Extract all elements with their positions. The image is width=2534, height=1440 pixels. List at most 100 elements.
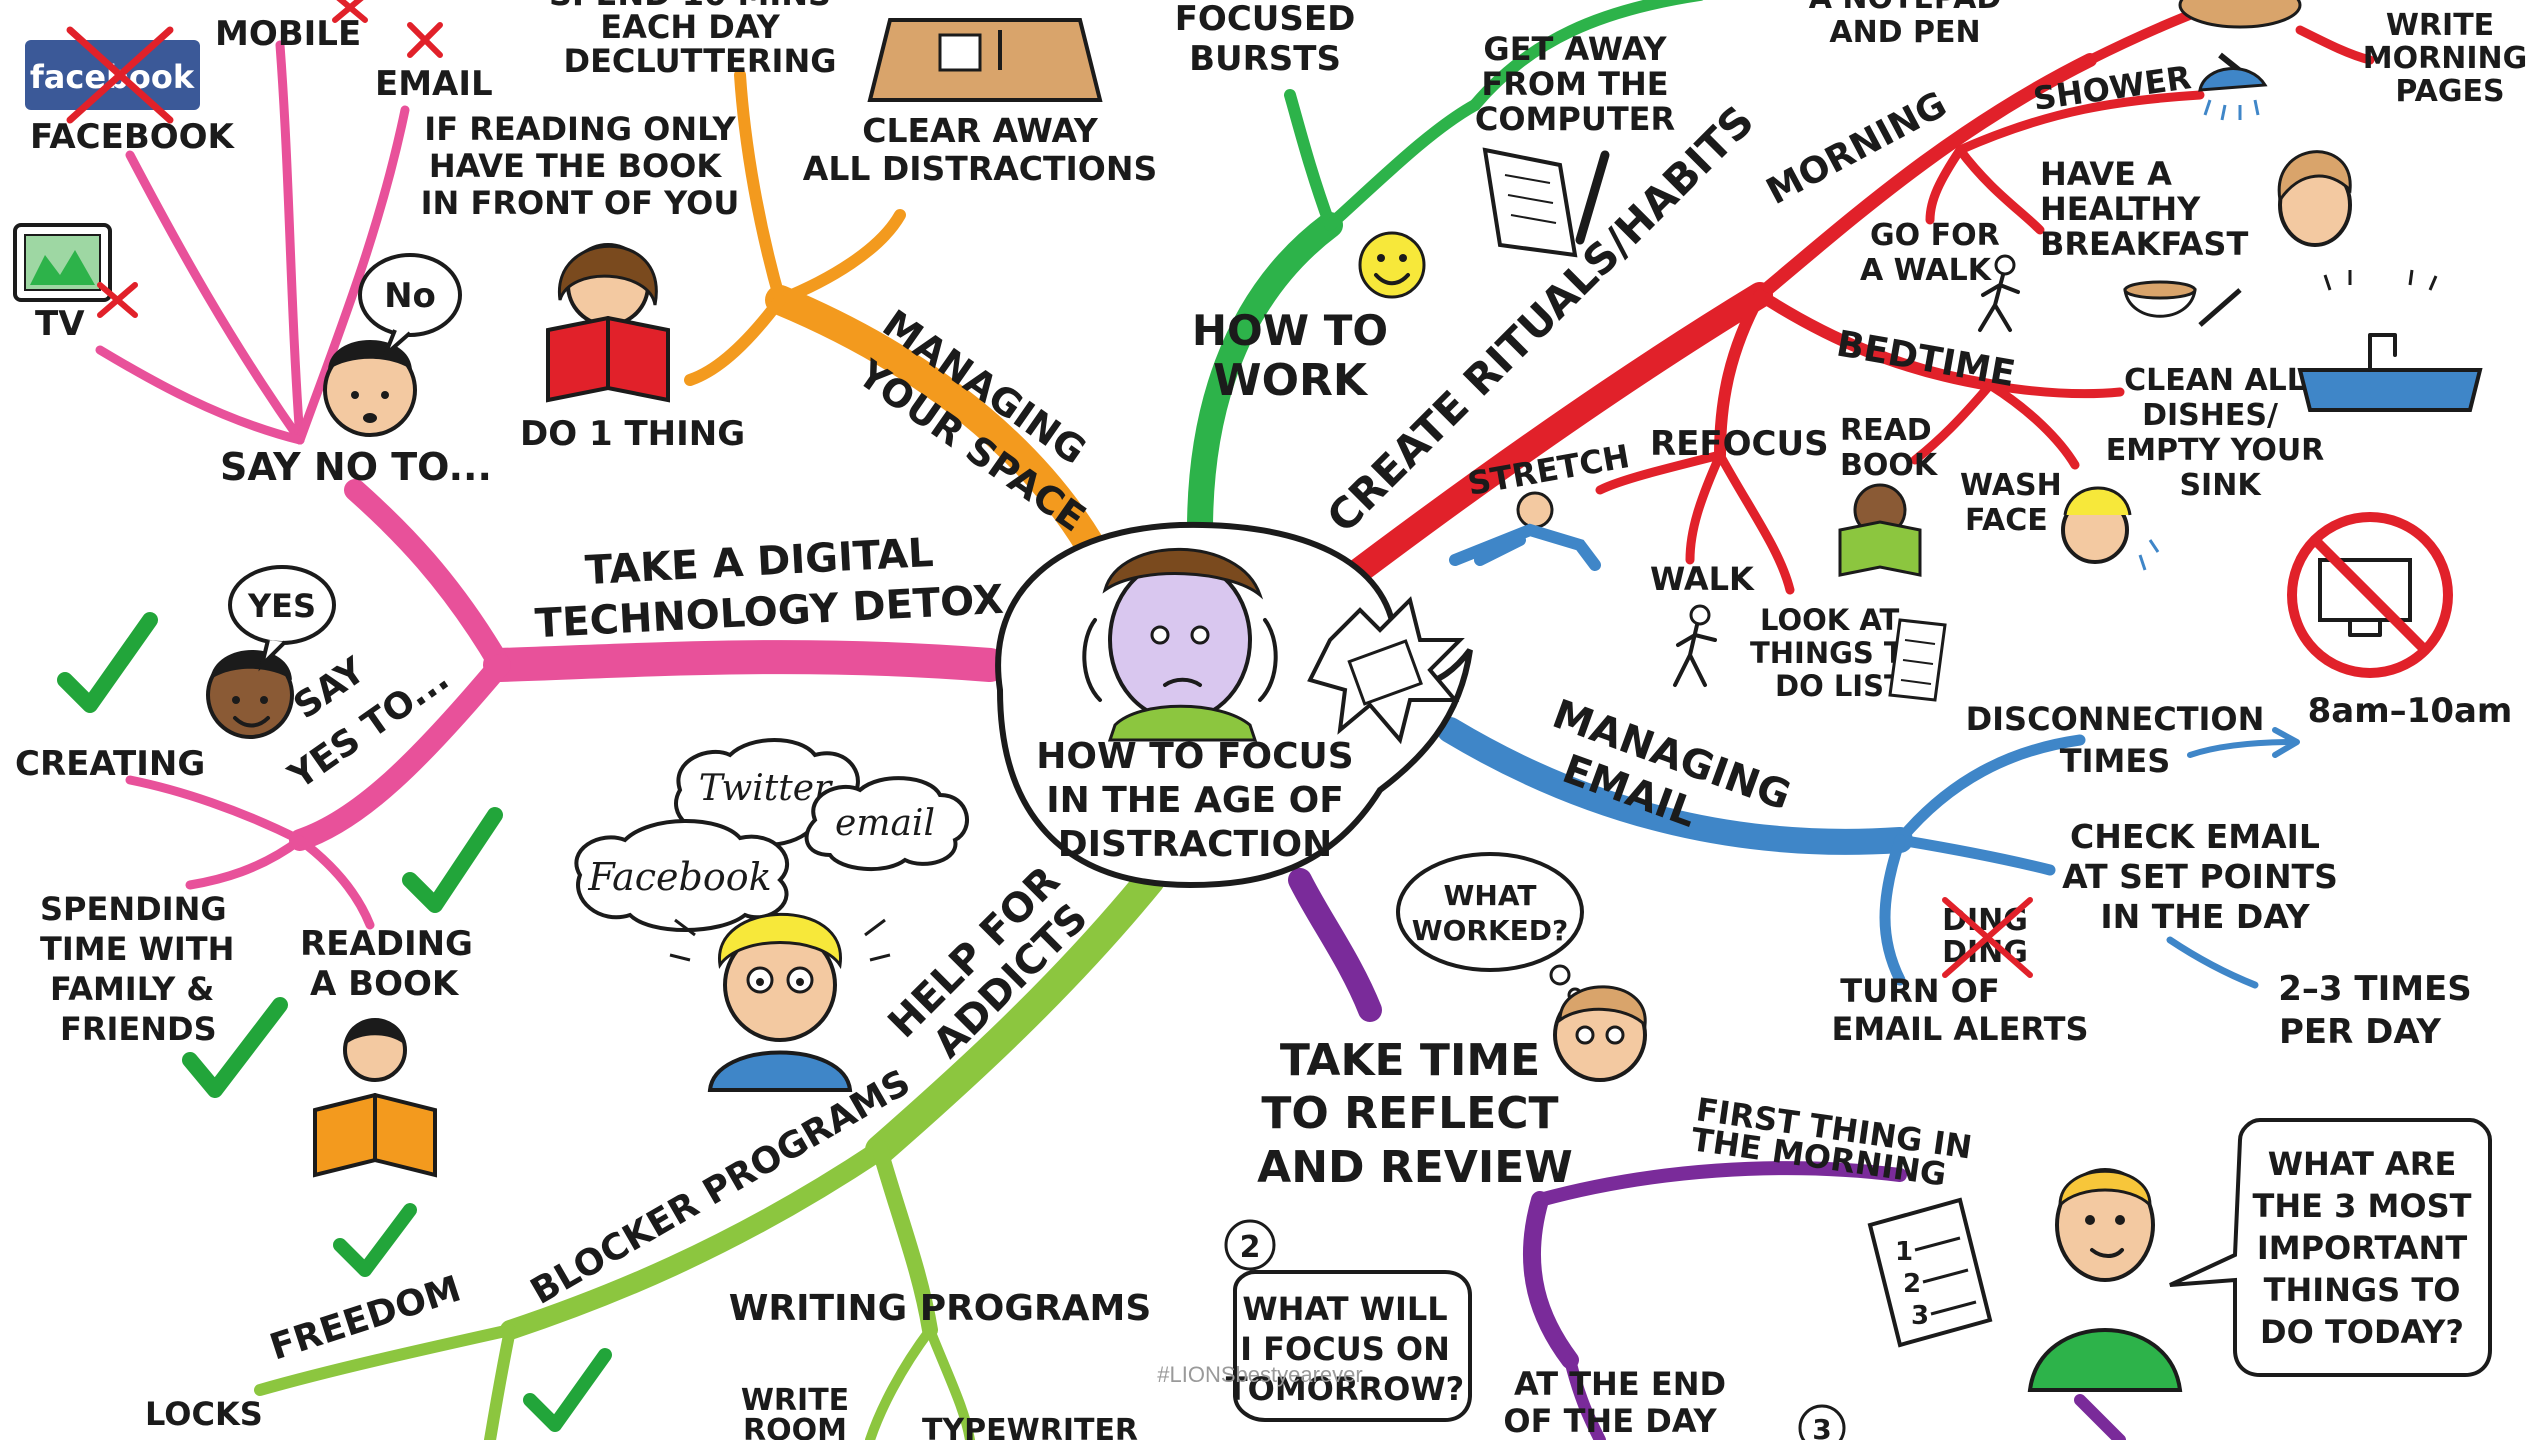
alerts-line1: TURN OF: [1840, 972, 1999, 1010]
todo-line3: DO LIST: [1775, 669, 1904, 703]
blocker-label: BLOCKER PROGRAMS: [524, 1062, 917, 1313]
no-computer-icon: [2287, 512, 2453, 678]
get-away-line2: FROM THE: [1481, 65, 1668, 103]
number-3-text: 3: [1812, 1413, 1831, 1440]
branch-mobile: [275, 40, 305, 445]
branch-locks: [484, 1324, 516, 1440]
branch-creating: [125, 775, 305, 845]
branches: [95, 0, 2375, 1440]
number-2-text: 2: [1240, 1230, 1261, 1265]
breakfast-line1: HAVE A: [2040, 155, 2172, 193]
email-cloud-text: email: [835, 803, 935, 844]
branch-get-away: [1324, 99, 1481, 231]
desk-icon: [867, 18, 1103, 102]
bursts-line2: BURSTS: [1189, 39, 1341, 79]
write-pages-line3: PAGES: [2395, 74, 2504, 109]
get-away-line3: COMPUTER: [1475, 100, 1675, 138]
typewriter-label: TYPEWRITER: [922, 1413, 1138, 1440]
branch-write-pages: [2295, 25, 2375, 65]
branch-disconnection: [1894, 734, 2086, 846]
morning-person-icon: [2178, 0, 2302, 29]
end-of-day-line2: OF THE DAY: [1503, 1402, 1717, 1440]
branch-say-no: [344, 479, 511, 676]
branch-end-of-day: [1564, 1354, 1606, 1440]
managing-email-group: MANAGING EMAIL DISCONNECTION TIMES 8am–1…: [1547, 691, 2513, 1052]
breakfast-line3: BREAKFAST: [2040, 225, 2248, 263]
branch-family: [185, 835, 305, 890]
spending-line3: FAMILY &: [50, 970, 214, 1008]
branch-do-one-thing: [684, 294, 786, 386]
walk-label: WALK: [1650, 560, 1755, 598]
branch-wash-face: [1985, 380, 2080, 470]
locks-check-icon: [523, 1348, 612, 1432]
branch-reading: [295, 835, 375, 930]
work-title-line2: WORK: [1213, 355, 1369, 406]
facebook-cloud-text: Facebook: [587, 855, 771, 899]
check-email-line2: AT SET POINTS: [2062, 857, 2338, 896]
email-cloud: email: [804, 776, 969, 872]
reader-girl-icon: [546, 243, 670, 403]
go-walk-line1: GO FOR: [1870, 218, 2000, 253]
end-of-day-line1: AT THE END: [1514, 1365, 1726, 1403]
wash-face-line2: FACE: [1965, 503, 2048, 538]
branch-help-addicts: [865, 865, 1165, 1165]
branch-per-day: [2166, 936, 2259, 989]
alerts-line2: EMAIL ALERTS: [1832, 1010, 2089, 1048]
important-speech-bubble: WHAT ARE THE 3 MOST IMPORTANT THINGS TO …: [2169, 1118, 2492, 1377]
reflect-title-line3: AND REVIEW: [1257, 1142, 1573, 1193]
go-walk-line2: A WALK: [1860, 253, 1993, 288]
smiley-icon: [1358, 231, 1426, 299]
creating-label: CREATING: [15, 744, 205, 784]
branch-typewriter: [925, 1325, 975, 1440]
burst-paper-icon: [1307, 596, 1465, 745]
clear-away-line1: CLEAR AWAY: [862, 111, 1099, 150]
no-bubble-text: No: [384, 276, 436, 316]
dishes-line1: CLEAN ALL: [2124, 363, 2306, 398]
branch-clear-away: [774, 209, 906, 306]
branch-todo: [1715, 450, 1795, 595]
write-pages-line2: MORNING: [2363, 41, 2527, 76]
tv-label: TV: [35, 304, 85, 344]
check-email-line1: CHECK EMAIL: [2070, 817, 2320, 856]
spending-line4: FRIENDS: [60, 1010, 217, 1048]
do-one-thing-label: DO 1 THING: [520, 414, 745, 454]
branch-say-yes: [289, 654, 511, 851]
branch-stretch: [1595, 450, 1725, 495]
reading-only-line1: IF READING ONLY: [424, 110, 736, 148]
freedom-label: FREEDOM: [265, 1268, 466, 1368]
breakfast-line2: HEALTHY: [2040, 190, 2201, 228]
reading-person-icon: [313, 1018, 437, 1178]
focus-tomorrow-bubble: WHAT WILL I FOCUS ON TOMORROW?: [1226, 1270, 1472, 1422]
branch-shower: [1955, 90, 2205, 155]
disconnection-line2: TIMES: [2060, 742, 2170, 780]
declutter-line1: SPEND 10 MINS: [549, 0, 831, 13]
woman-face-icon: [2277, 150, 2352, 247]
list-item-2: 2: [1903, 1269, 1921, 1299]
stressed-person-icon: [1082, 547, 1278, 742]
number-2-badge: 2: [1224, 1219, 1276, 1271]
branch-check-email: [1894, 834, 2056, 876]
bedtime-label: BEDTIME: [1833, 323, 2018, 395]
number-3-badge: 3: [1798, 1404, 1846, 1440]
thinking-face-icon: [1553, 985, 1647, 1082]
refocus-label: REFOCUS: [1650, 424, 1829, 464]
disconnection-arrow-icon: [2187, 727, 2300, 758]
notepad-line1: A NOTEPAD: [1809, 0, 2002, 16]
shower-label: SHOWER: [2031, 58, 2194, 118]
declutter-line2: EACH DAY: [600, 8, 780, 46]
family-check-icon: [182, 997, 288, 1098]
reading-line1: READING: [300, 924, 473, 964]
branch-facebook: [125, 150, 305, 445]
central-title-line1: HOW TO FOCUS: [1036, 736, 1353, 777]
locks-label: LOCKS: [145, 1395, 263, 1433]
get-away-line1: GET AWAY: [1483, 30, 1667, 68]
disconnection-line1: DISCONNECTION: [1966, 700, 2265, 738]
morning-label: MORNING: [1760, 84, 1954, 213]
freedom-check-icon: [333, 1203, 417, 1277]
times-label: 8am–10am: [2308, 691, 2513, 731]
reflect-group: TAKE TIME TO REFLECT AND REVIEW WHAT WOR…: [1224, 852, 2492, 1440]
say-no-label: SAY NO TO...: [220, 445, 492, 489]
work-title-line1: HOW TO: [1192, 306, 1388, 355]
stretching-person-icon: [1449, 491, 1601, 571]
ding-cross-icon: [1942, 897, 2033, 978]
